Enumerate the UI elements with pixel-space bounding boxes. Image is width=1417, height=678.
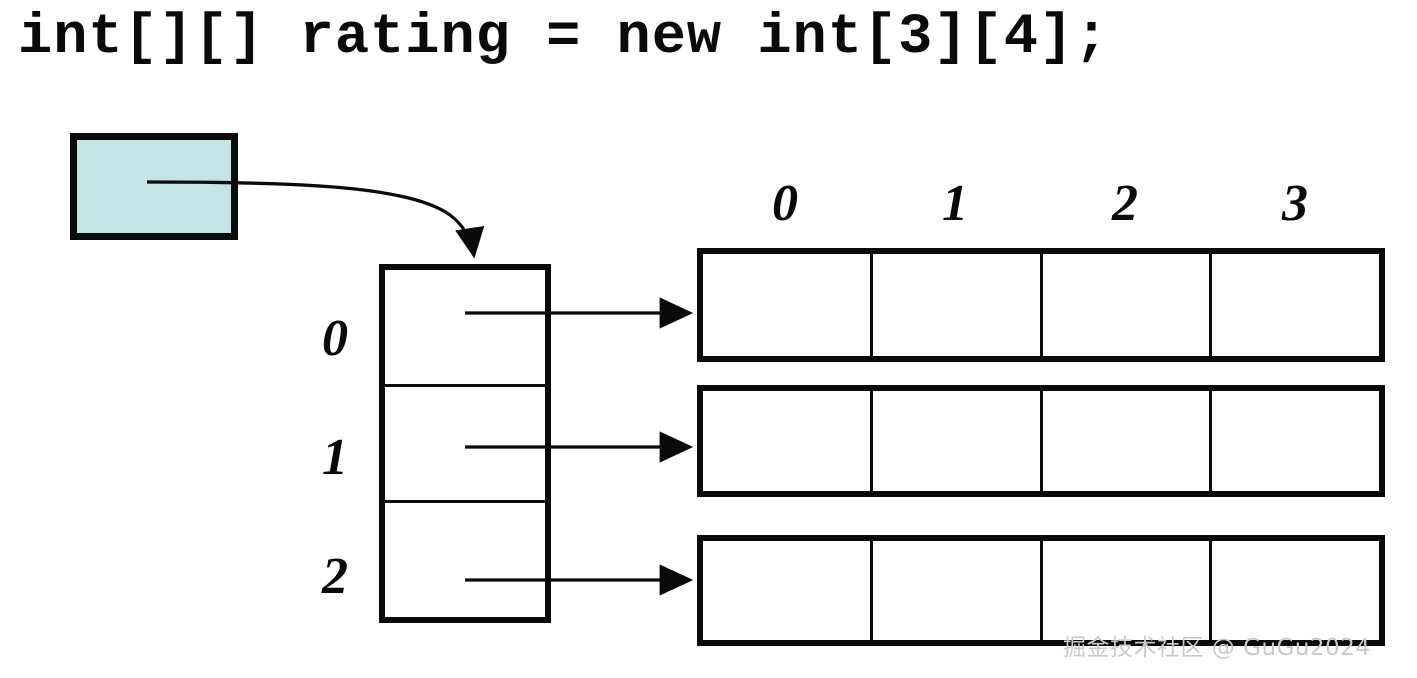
column-index-label-2: 2 xyxy=(1112,175,1138,232)
inner-array-1-cell-3 xyxy=(1212,391,1379,491)
inner-array-2-cell-0 xyxy=(703,541,873,640)
column-index-label-0: 0 xyxy=(772,175,798,232)
inner-array-0-cell-0 xyxy=(703,254,873,356)
row-index-label-2: 2 xyxy=(322,548,348,605)
row-index-label-1: 1 xyxy=(322,429,348,486)
column-index-label-3: 3 xyxy=(1282,175,1308,232)
inner-array-0-cell-1 xyxy=(872,254,1043,356)
inner-array-1-cell-1 xyxy=(872,391,1043,491)
watermark: 掘金技术社区 @ GuGu2024 xyxy=(1063,635,1371,661)
row-index-label-0: 0 xyxy=(322,310,348,367)
outer-array-cell-1 xyxy=(385,386,545,504)
inner-array-2-cell-3 xyxy=(1212,541,1379,640)
inner-array-1-cell-2 xyxy=(1042,391,1213,491)
inner-array-row-0 xyxy=(697,248,1385,362)
rating-reference-box xyxy=(70,133,238,240)
outer-array-cell-0 xyxy=(385,270,545,387)
outer-array-cell-2 xyxy=(385,503,545,618)
inner-array-2-cell-1 xyxy=(872,541,1043,640)
inner-array-row-2 xyxy=(697,535,1385,646)
page-title: int[][] rating = new int[3][4]; xyxy=(18,6,1110,70)
outer-array xyxy=(379,264,551,623)
inner-array-1-cell-0 xyxy=(703,391,873,491)
inner-array-0-cell-2 xyxy=(1042,254,1213,356)
column-index-label-1: 1 xyxy=(942,175,968,232)
inner-array-2-cell-2 xyxy=(1042,541,1213,640)
inner-array-row-1 xyxy=(697,385,1385,497)
inner-array-0-cell-3 xyxy=(1212,254,1379,356)
